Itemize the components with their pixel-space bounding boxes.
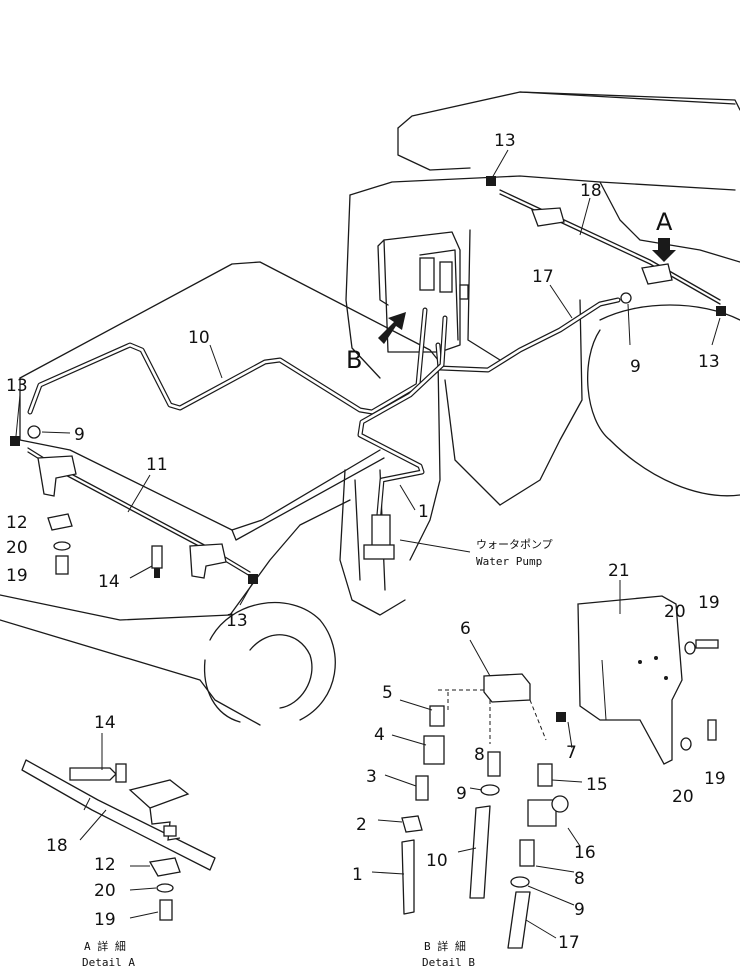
callout-9: 9 [74,425,85,445]
callout-20: 20 [94,881,116,901]
callout-2: 2 [356,815,367,835]
callout-B: B [346,346,362,374]
callout-A: A [656,208,673,236]
clamps-main [10,176,726,584]
callout-7: 7 [566,743,577,763]
detail-b-title-en: Detail B [422,956,475,969]
callout-19: 19 [94,910,116,930]
callout-9: 9 [456,784,467,804]
callout-10: 10 [188,328,210,348]
detail-b-title-jp: B 詳 細 [424,939,466,953]
callout-4: 4 [374,725,385,745]
callout-19: 19 [698,593,720,613]
detail-a [21,733,216,921]
callout-8: 8 [574,869,585,889]
pipe-18-main [499,189,721,305]
water-pump-label-jp: ウォータポンプ [476,538,553,551]
callout-18: 18 [46,836,68,856]
callout-13: 13 [698,352,720,372]
callout-10: 10 [426,851,448,871]
callout-15: 15 [586,775,608,795]
callout-13: 13 [226,611,248,631]
detail-a-title-jp: A 詳 細 [84,939,126,953]
callout-14: 14 [94,713,116,733]
pipe-17-main [435,297,621,373]
callout-17: 17 [558,933,580,953]
pipe-10-main [27,307,428,415]
callout-3: 3 [366,767,377,787]
pipe-1-main [357,315,448,528]
callout-13: 13 [6,376,28,396]
cooler-box [377,231,469,353]
callout-20: 20 [6,538,28,558]
callout-14: 14 [98,572,120,592]
detail-a-title-en: Detail A [82,956,135,969]
callout-19: 19 [704,769,726,789]
callout-17: 17 [532,267,554,287]
callout-19: 19 [6,566,28,586]
callout-12: 12 [94,855,116,875]
callout-9: 9 [630,357,641,377]
callout-11: 11 [146,455,168,475]
callout-16: 16 [574,843,596,863]
callout-20: 20 [664,602,686,622]
water-pump-label-en: Water Pump [476,555,542,568]
labels: ウォータポンプ Water Pump A 詳 細 Detail A B 詳 細 … [82,538,553,969]
callout-21: 21 [608,561,630,581]
callout-12: 12 [6,513,28,533]
detail-b [371,580,719,949]
callout-1: 1 [418,502,429,522]
callout-13: 13 [494,131,516,151]
callout-5: 5 [382,683,393,703]
callout-9: 9 [574,900,585,920]
callouts: 13 18 A 17 B 9 13 10 13 9 11 1 12 20 19 … [6,131,726,953]
callout-6: 6 [460,619,471,639]
callout-1: 1 [352,865,363,885]
callout-20: 20 [672,787,694,807]
callout-18: 18 [580,181,602,201]
leaders-main [15,149,721,606]
callout-8: 8 [474,745,485,765]
engine-hood-outline [0,91,740,726]
